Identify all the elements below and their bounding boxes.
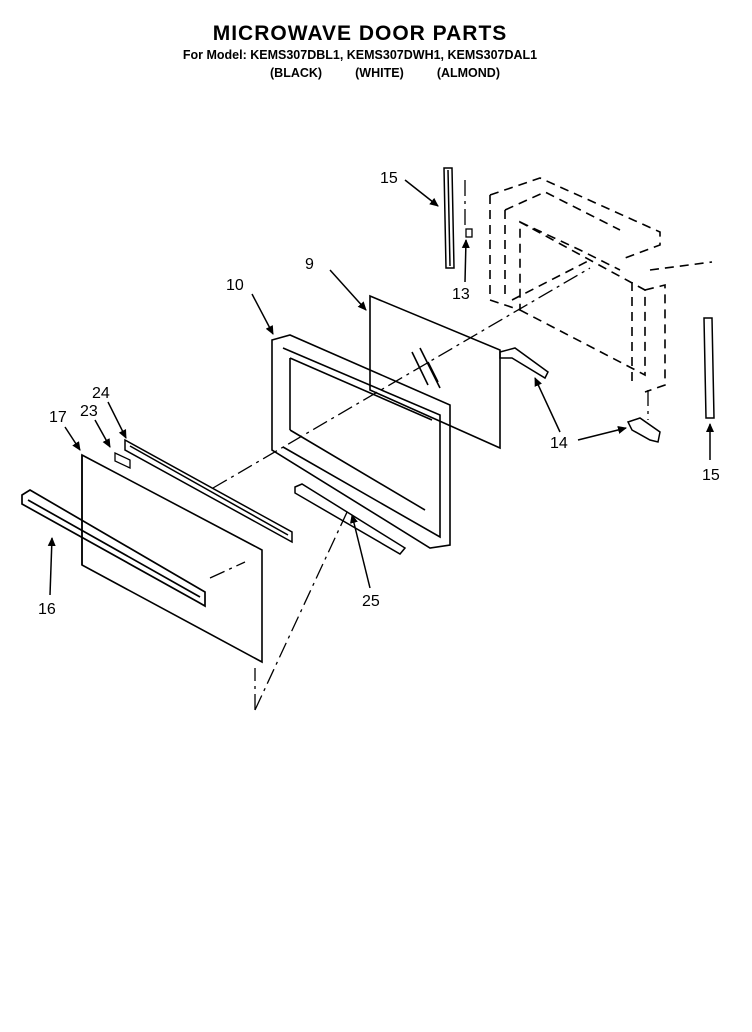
callout-13: 13: [452, 286, 470, 303]
callout-15-top: 15: [380, 170, 398, 187]
part-25-bottom-trim: [294, 483, 407, 555]
page-title: MICROWAVE DOOR PARTS: [212, 22, 508, 45]
part-15-left-strip: [443, 167, 455, 269]
callout-14: 14: [550, 435, 568, 452]
variant-white: (WHITE): [355, 66, 404, 80]
variant-black: (BLACK): [270, 66, 323, 80]
variant-almond: (ALMOND): [436, 66, 500, 80]
part-23-label: [114, 451, 131, 470]
leader-lines: [47, 179, 714, 596]
part-13-clip: [465, 228, 473, 238]
callout-10: 10: [226, 277, 244, 294]
microwave-cabinet-outline: [489, 177, 713, 393]
callout-17: 17: [49, 409, 67, 426]
part-10-door-frame: [271, 334, 451, 549]
callout-9: 9: [305, 256, 314, 273]
callout-24: 24: [92, 385, 110, 402]
part-16-handle: [21, 489, 206, 608]
part-17-outer-panel: [81, 453, 263, 664]
part-24-trim-strip: [124, 438, 293, 544]
assembly-lines: [209, 180, 649, 711]
model-list: For Model: KEMS307DBL1, KEMS307DWH1, KEM…: [182, 48, 538, 62]
callout-15-bottom: 15: [702, 467, 720, 484]
callout-23: 23: [80, 403, 98, 420]
color-variants: (BLACK) (WHITE) (ALMOND): [270, 66, 500, 80]
part-15-right-strip: [703, 317, 715, 419]
callout-25: 25: [362, 593, 380, 610]
part-14-hinges: [499, 347, 661, 443]
callout-16: 16: [38, 601, 56, 618]
part-9-glass-panel: [369, 294, 501, 450]
